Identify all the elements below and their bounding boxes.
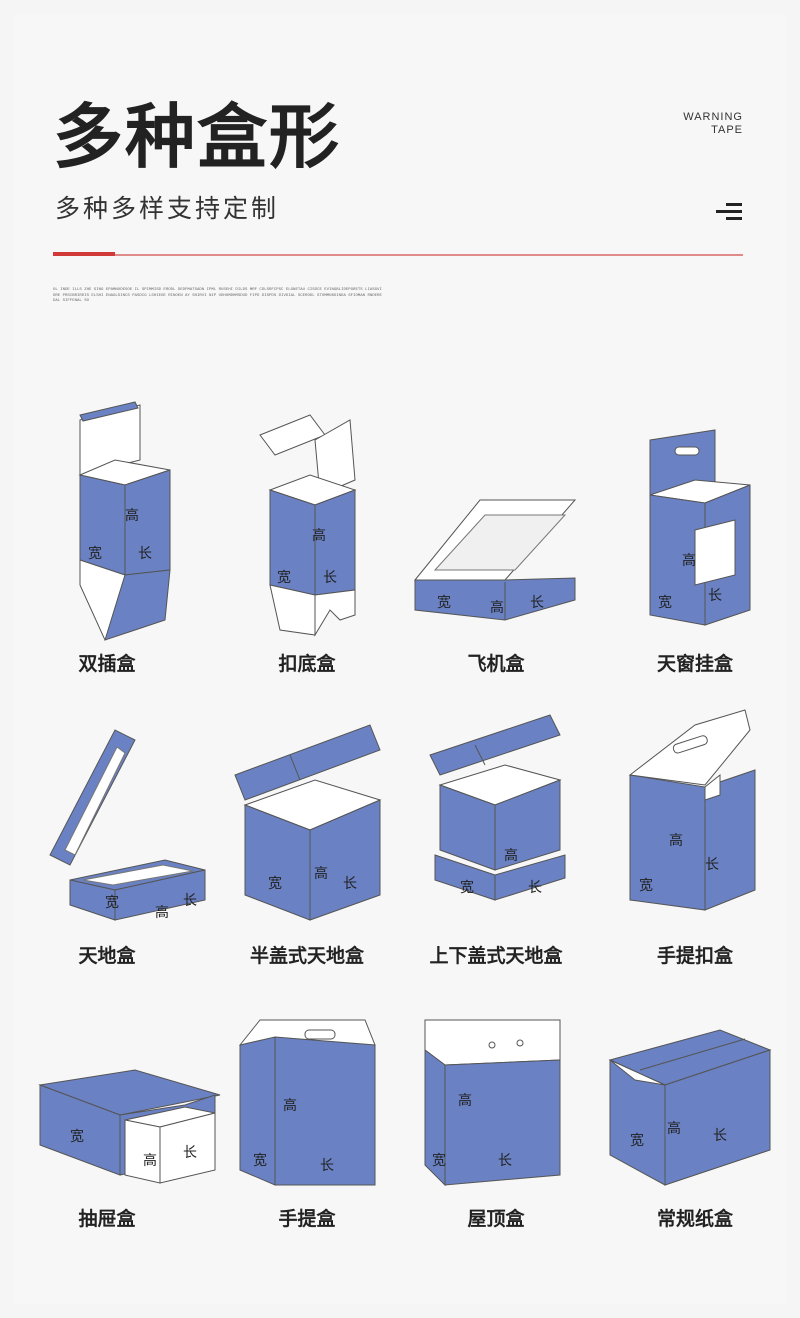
dim-height: 高 — [667, 1120, 681, 1137]
divider-accent — [53, 252, 115, 256]
badge-line-2: TAPE — [711, 124, 743, 136]
dim-width: 宽 — [639, 877, 653, 894]
dim-length: 长 — [183, 893, 197, 909]
dim-width: 宽 — [105, 894, 119, 911]
dim-width: 宽 — [268, 875, 282, 892]
dim-width: 宽 — [630, 1132, 644, 1149]
box-illustration-hanging-window: 宽 高 长 — [649, 429, 751, 626]
dim-width: 宽 — [70, 1128, 84, 1145]
box-illustration-mailer: 宽 高 长 — [413, 499, 577, 621]
box-illustration-handle: 宽 高 长 — [238, 1019, 376, 1186]
box-illustration-handle-lock: 宽 高 长 — [628, 709, 756, 911]
dim-width: 宽 — [253, 1152, 267, 1169]
dim-height: 高 — [283, 1097, 297, 1114]
box-label: 常规纸盒 — [656, 1208, 733, 1230]
page-title: 多种盒形 — [53, 96, 341, 178]
dim-width: 宽 — [460, 879, 474, 896]
box-label: 双插盒 — [78, 653, 136, 675]
dim-length: 长 — [713, 1128, 727, 1144]
dim-length: 长 — [705, 857, 719, 873]
box-label: 天地盒 — [78, 945, 136, 967]
dim-width: 宽 — [437, 594, 451, 611]
dim-length: 长 — [708, 588, 722, 604]
dim-height: 高 — [669, 832, 683, 849]
fine-print: OL INDE ILLS ZHE SING EPAMNODESOE IL SPI… — [53, 288, 382, 303]
box-illustration-drawer: 宽 高 长 — [38, 1069, 221, 1184]
box-illustration-regular-carton: 宽 高 长 — [608, 1029, 772, 1186]
dim-length: 长 — [530, 595, 544, 611]
dim-width: 宽 — [432, 1152, 446, 1169]
dim-height: 高 — [490, 599, 504, 616]
box-label: 天窗挂盒 — [656, 653, 733, 675]
dim-height: 高 — [312, 527, 326, 544]
dim-length: 长 — [138, 546, 152, 562]
dim-width: 宽 — [658, 594, 672, 611]
dim-length: 长 — [498, 1153, 512, 1169]
dim-width: 宽 — [277, 569, 291, 586]
box-label: 手提扣盒 — [656, 945, 733, 967]
dim-height: 高 — [458, 1092, 472, 1109]
box-illustration-half-lid: 宽 高 长 — [234, 724, 382, 921]
box-label: 屋顶盒 — [467, 1208, 525, 1230]
menu-icon[interactable] — [714, 203, 744, 221]
dim-length: 长 — [323, 570, 337, 586]
divider-line — [53, 254, 743, 256]
box-label: 抽屉盒 — [78, 1208, 136, 1230]
dim-height: 高 — [314, 865, 328, 882]
box-illustration-lid-base: 宽 高 长 — [49, 729, 206, 921]
badge-line-1: WARNING — [683, 111, 743, 123]
warning-tape-badge: WARNING TAPE — [683, 111, 743, 137]
page-subtitle: 多种多样支持定制 — [55, 194, 280, 223]
box-illustration-top-bottom-lid: 宽 高 长 — [429, 714, 566, 901]
box-illustration-gable-top: 宽 高 长 — [424, 1019, 561, 1187]
box-label: 半盖式天地盒 — [249, 945, 364, 967]
dim-length: 长 — [343, 876, 357, 892]
dim-length: 长 — [320, 1158, 334, 1174]
box-label: 扣底盒 — [278, 653, 336, 675]
dim-height: 高 — [504, 847, 518, 864]
dim-height: 高 — [155, 904, 169, 921]
dim-height: 高 — [682, 552, 696, 569]
box-label: 上下盖式天地盒 — [429, 945, 563, 967]
dim-length: 长 — [528, 880, 542, 896]
dim-height: 高 — [143, 1152, 157, 1169]
box-illustration-lock-bottom: 宽 高 长 — [259, 414, 357, 637]
box-illustration-double-tuck: 宽 高 长 — [78, 401, 171, 641]
dim-height: 高 — [125, 507, 139, 524]
box-label: 飞机盒 — [467, 653, 525, 675]
dim-width: 宽 — [88, 545, 102, 562]
box-label: 手提盒 — [278, 1208, 336, 1230]
dim-length: 长 — [183, 1145, 197, 1161]
